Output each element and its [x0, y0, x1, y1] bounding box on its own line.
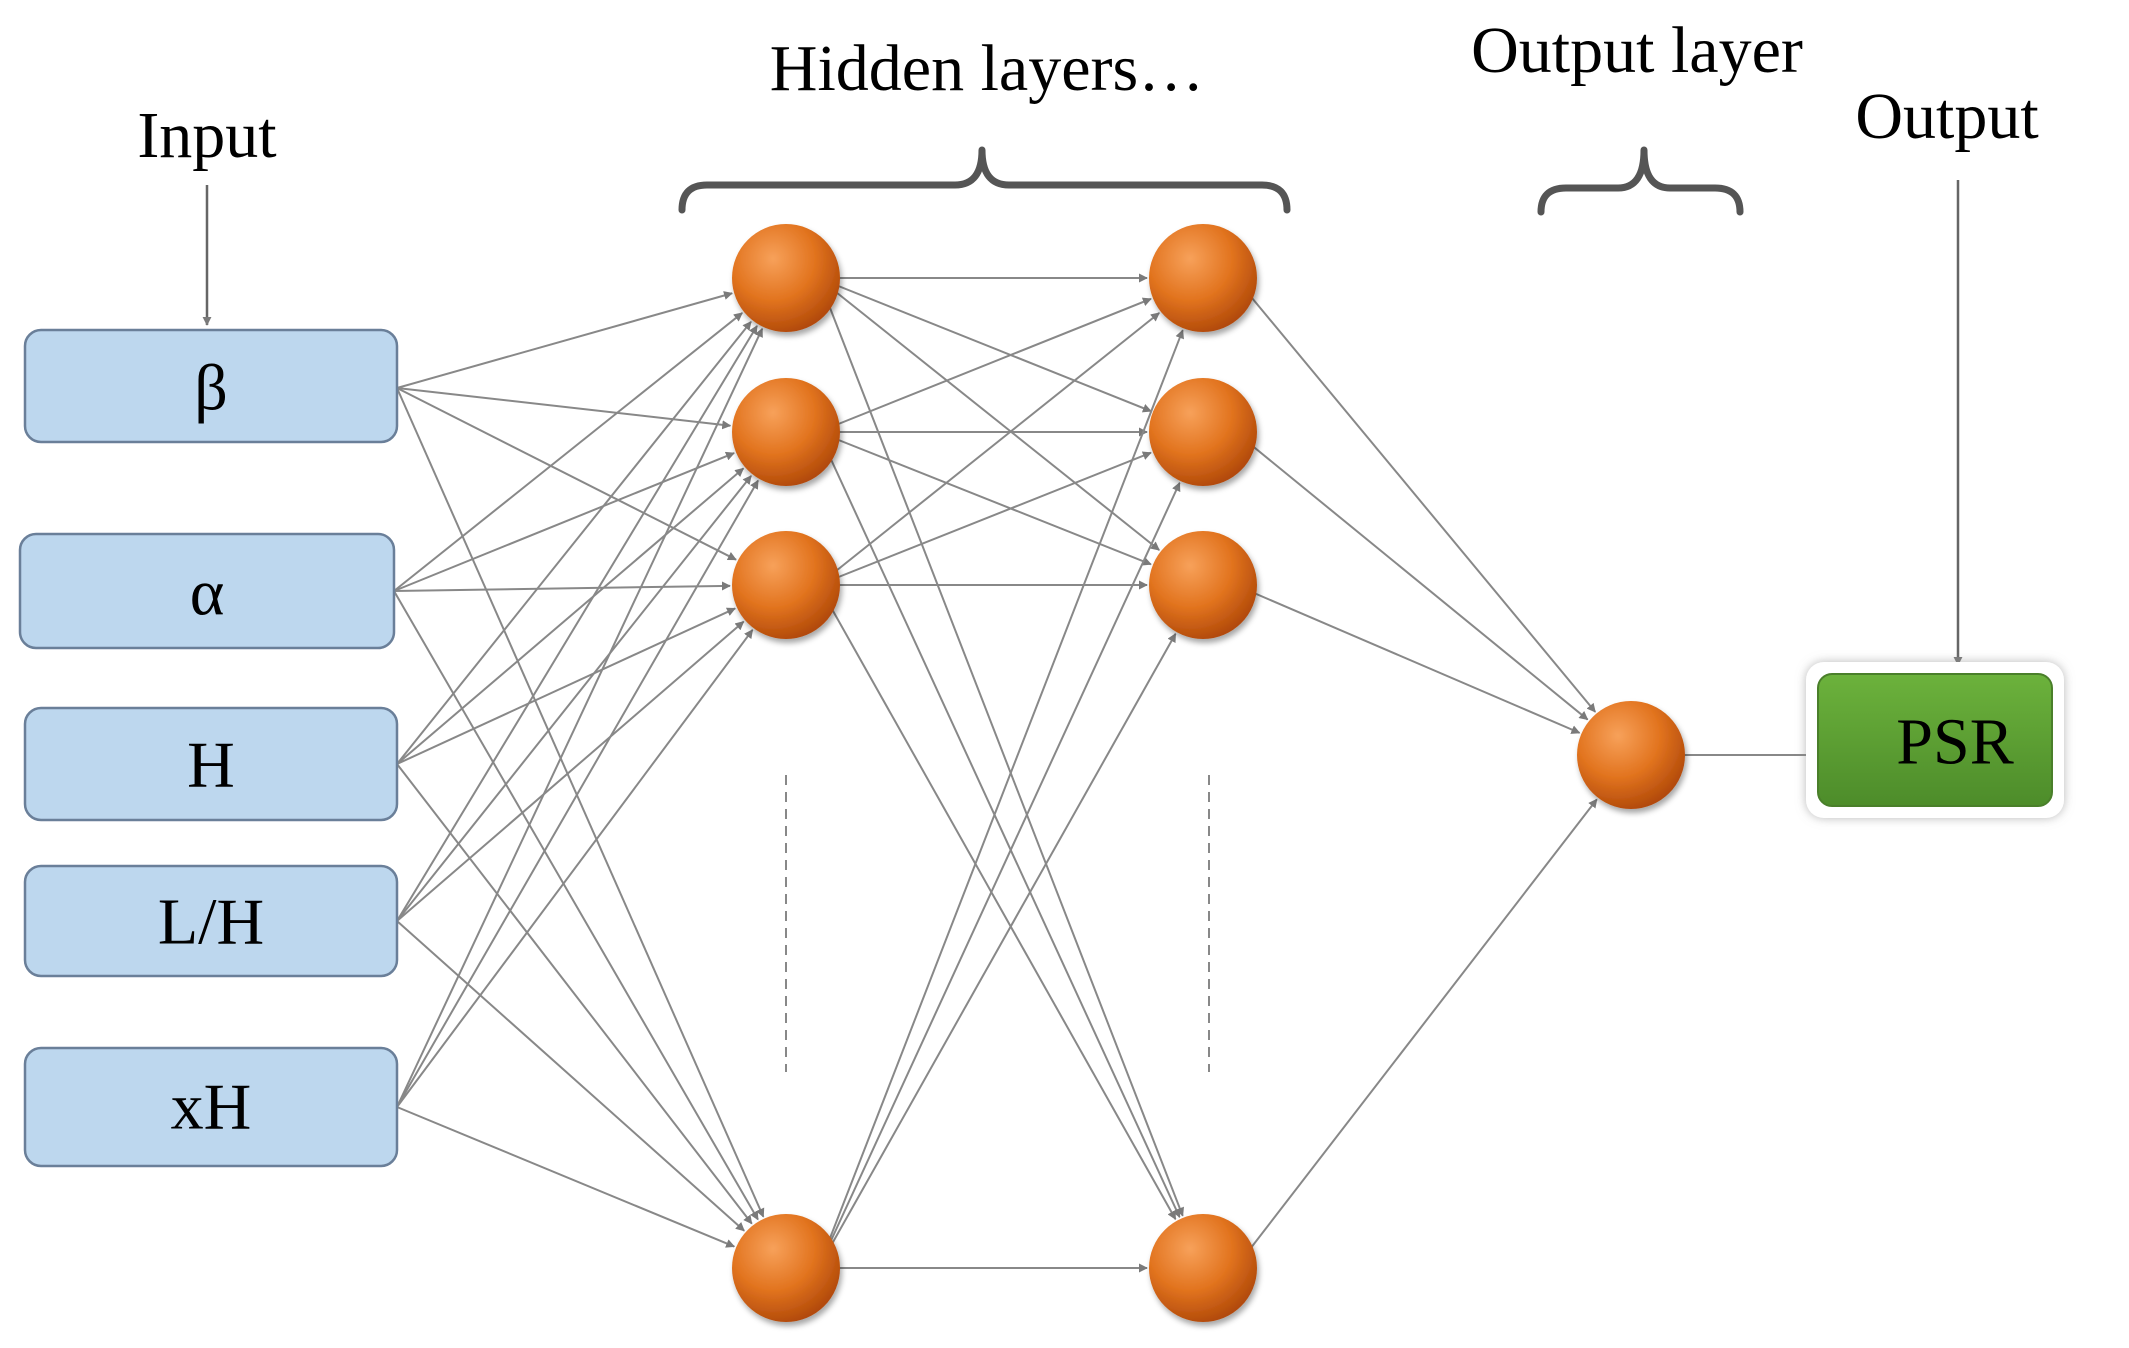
output-node-label: PSR — [1896, 706, 2013, 779]
input-node-label: xH — [171, 1071, 252, 1144]
input-label: Input — [137, 99, 276, 172]
input-node-xh: xH — [23, 1046, 399, 1168]
input-node-beta: β — [23, 328, 399, 444]
connection-edge — [393, 451, 735, 592]
output-neuron — [1577, 701, 1685, 809]
hidden-layers-brace — [678, 146, 1291, 214]
connection-edge — [1234, 277, 1597, 713]
connection-edge — [396, 763, 753, 1225]
connection-edge — [1234, 431, 1589, 721]
connection-edge — [1235, 584, 1581, 734]
output-layer-label: Output layer — [1471, 14, 1803, 87]
input-node-label: H — [187, 729, 235, 802]
connection-edge — [817, 277, 1160, 551]
neuron — [732, 531, 840, 639]
connection-edge — [396, 387, 765, 1218]
connection-edge — [396, 291, 733, 389]
hidden-layers-label: Hidden layers… — [770, 32, 1204, 105]
connection-edge — [396, 1106, 736, 1248]
output-label: Output — [1855, 80, 2038, 153]
connection-edge — [396, 479, 759, 1108]
connection-edge — [393, 590, 759, 1221]
connection-edge — [396, 475, 752, 922]
connection-edge — [396, 321, 752, 765]
output-layer — [1577, 701, 1685, 809]
connection-edge — [1234, 798, 1598, 1269]
connection-edge — [818, 431, 1152, 566]
input-node-label: L/H — [158, 886, 264, 959]
connection-edge — [393, 312, 743, 592]
connection-edge — [396, 325, 758, 922]
connection-edge — [817, 329, 1184, 1269]
connection-edge — [817, 312, 1160, 586]
hidden-layer-2 — [1149, 224, 1257, 1322]
connection-edge — [396, 920, 745, 1232]
connection-edge — [396, 387, 737, 561]
input-node-alpha: α — [18, 532, 396, 650]
connection-edge — [396, 327, 764, 1108]
connection-edge — [817, 277, 1184, 1217]
connection-edges — [393, 273, 1817, 1273]
input-node-label: α — [190, 557, 225, 630]
connection-edge — [396, 387, 732, 430]
connection-edge — [396, 620, 745, 922]
neuron — [732, 1214, 840, 1322]
input-node-l-over-h: L/H — [23, 864, 399, 978]
connection-edge — [818, 297, 1152, 433]
connection-edge — [393, 581, 731, 592]
connection-edge — [396, 607, 736, 765]
connection-edge — [817, 431, 1181, 1218]
connection-edge — [817, 633, 1177, 1269]
connection-edge — [396, 629, 754, 1108]
connection-edge — [818, 277, 1152, 413]
output-layer-brace — [1537, 146, 1744, 216]
output-node-psr: PSR — [1806, 662, 2064, 818]
connection-edge — [817, 584, 1177, 1220]
neuron — [732, 224, 840, 332]
neuron — [1149, 1214, 1257, 1322]
hidden-layer-1 — [732, 224, 840, 1322]
connection-edge — [396, 467, 745, 765]
input-layer: β α H L/H xH — [18, 328, 399, 1168]
neuron — [1149, 378, 1257, 486]
connection-edge — [817, 482, 1181, 1269]
neuron — [732, 378, 840, 486]
input-node-label: β — [194, 352, 228, 425]
connection-edge — [818, 451, 1152, 586]
neuron — [1149, 224, 1257, 332]
input-node-h: H — [23, 706, 399, 822]
neuron — [1149, 531, 1257, 639]
